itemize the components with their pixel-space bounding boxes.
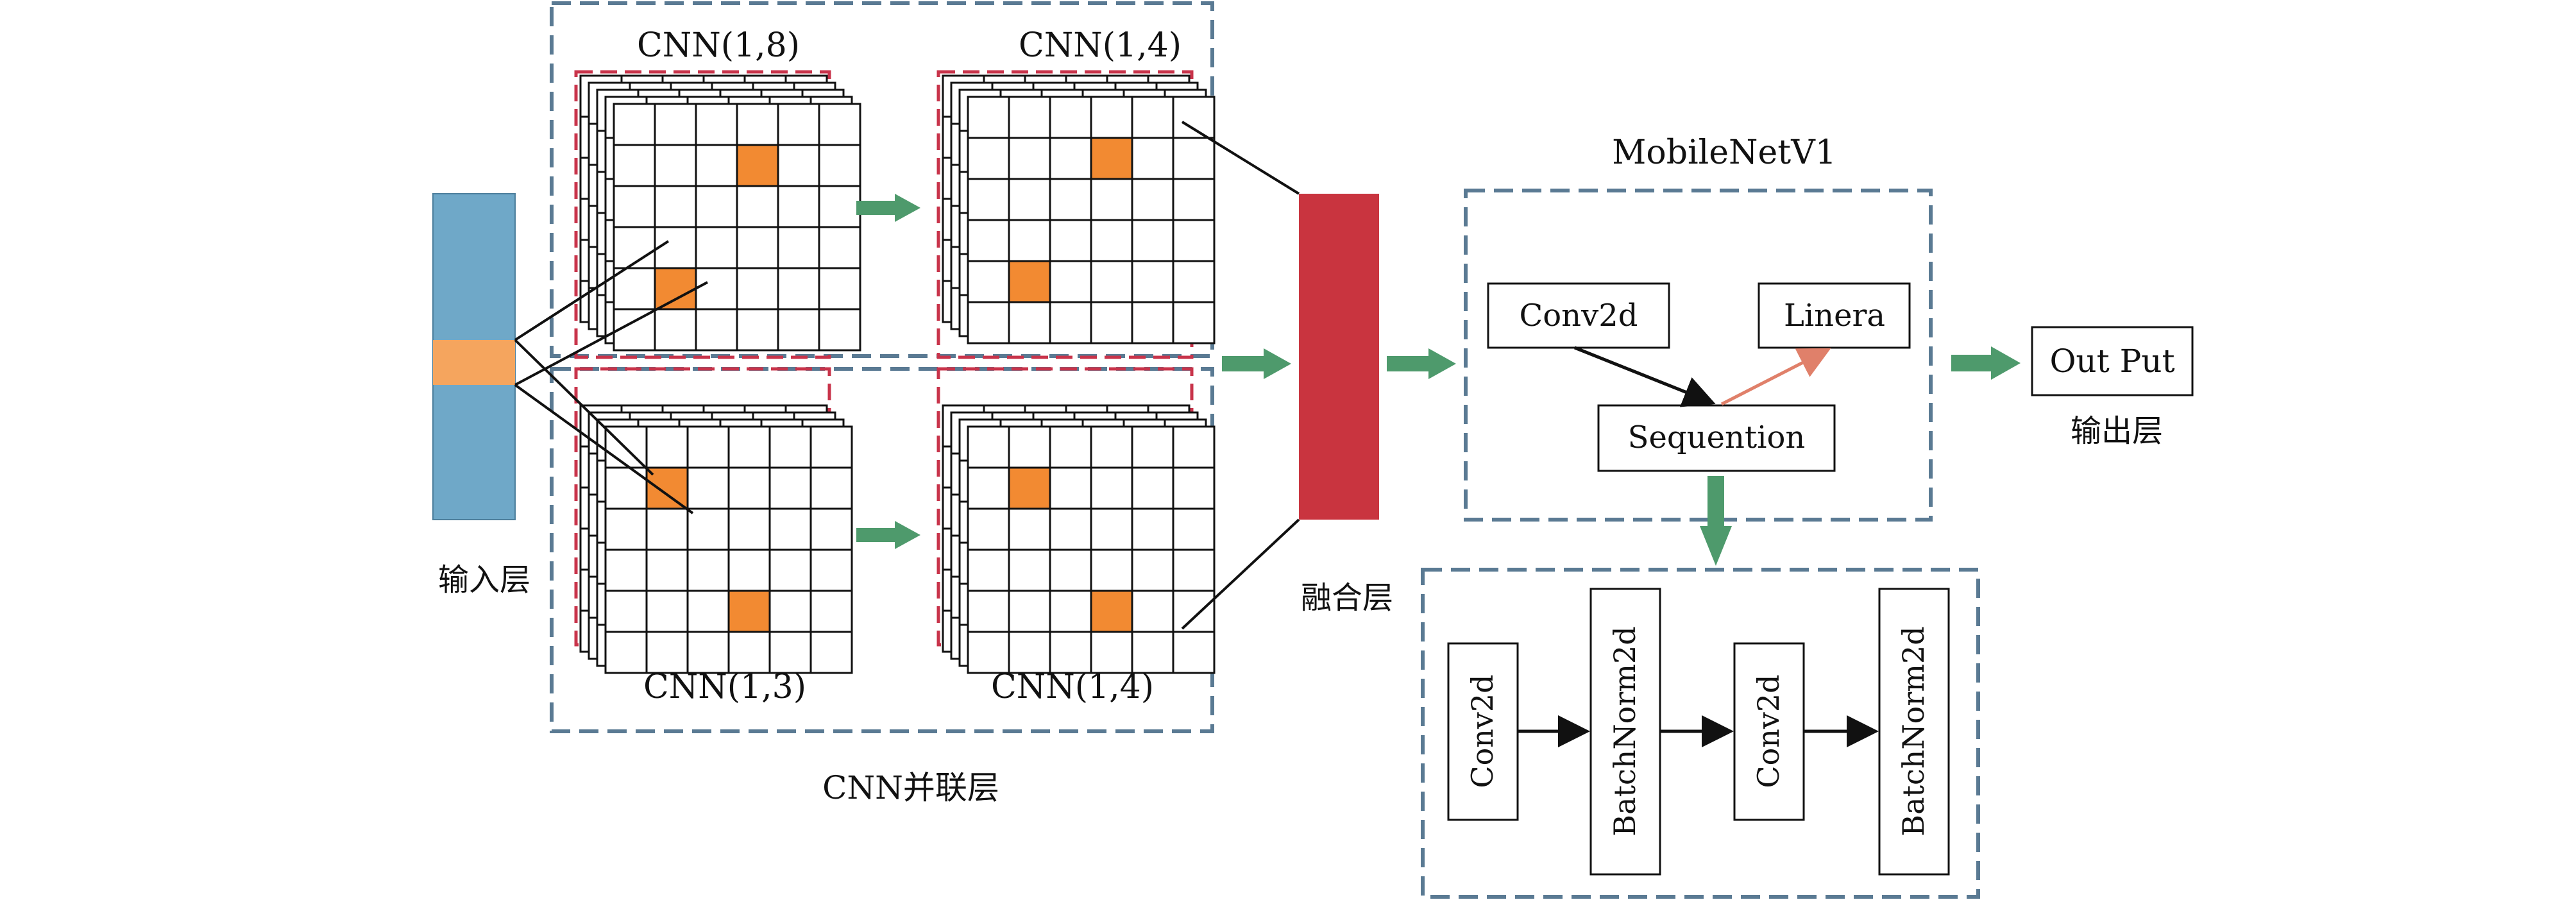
highlighted-cell xyxy=(1009,468,1050,509)
fusion-bar xyxy=(1299,194,1379,520)
cnn-block-title: CNN(1,4) xyxy=(1019,26,1182,65)
input-highlight-segment xyxy=(433,340,515,385)
fusion-connection-line xyxy=(1181,121,1300,195)
output-box-label: Out Put xyxy=(2049,343,2174,380)
feature-map-stack xyxy=(942,74,1216,344)
conv2d-box xyxy=(1487,282,1670,349)
feature-map-stack xyxy=(942,404,1216,674)
mobilenet-frame xyxy=(1464,189,1933,522)
right-arrow-icon xyxy=(1951,346,2021,380)
detail-batchnorm-box xyxy=(1589,588,1661,876)
highlighted-cell xyxy=(655,268,696,309)
highlighted-cell xyxy=(1091,138,1132,179)
highlighted-cell xyxy=(737,145,778,186)
input-layer: 输入层 xyxy=(432,193,530,598)
output-layer: Out Put 输出层 xyxy=(1951,326,2194,449)
input-connection-line xyxy=(514,281,708,386)
detail-conv2d-label: Conv2d xyxy=(1751,674,1786,788)
feature-map-stack xyxy=(579,74,861,352)
conv-to-sequential-arrow xyxy=(1574,346,1716,407)
conv2d-label: Conv2d xyxy=(1520,298,1638,334)
sequential-box xyxy=(1597,404,1836,472)
detail-batchnorm-label: BatchNorm2d xyxy=(1896,626,1931,836)
fusion-layer-label: 融合层 xyxy=(1301,580,1393,616)
fusion-connection-line xyxy=(1181,518,1300,630)
fusion-layer: 融合层 xyxy=(1181,121,1456,630)
detail-batchnorm-box xyxy=(1878,588,1950,876)
mobilenet-title: MobileNetV1 xyxy=(1612,133,1836,172)
right-arrow-icon xyxy=(1387,348,1456,379)
cnn-parallel-label: CNN并联层 xyxy=(822,769,999,806)
input-connection-line xyxy=(514,339,654,476)
highlighted-cell xyxy=(729,591,770,632)
sequential-label: Sequention xyxy=(1628,420,1806,455)
feature-map-stacks xyxy=(579,74,1216,674)
cnn-parallel-layer: CNN(1,8) CNN(1,4) CNN(1,3) CNN(1,4) CNN并… xyxy=(514,1,1216,806)
detail-conv2d-label: Conv2d xyxy=(1465,674,1500,788)
sequential-to-linear-arrow xyxy=(1720,348,1831,406)
cnn-outer-box-bottom xyxy=(550,367,1214,733)
linear-box xyxy=(1758,282,1911,349)
right-arrow-icon xyxy=(1222,348,1291,379)
detail-batchnorm-label: BatchNorm2d xyxy=(1607,626,1642,836)
linear-label: Linera xyxy=(1784,298,1885,334)
mobilenet-block: MobileNetV1 Conv2d Linera Sequention xyxy=(1464,133,1933,566)
highlighted-cell xyxy=(647,468,688,509)
highlighted-cell xyxy=(1009,261,1050,302)
down-arrow-icon xyxy=(1700,476,1732,566)
cnn-block-title: CNN(1,3) xyxy=(643,668,806,706)
input-layer-label: 输入层 xyxy=(438,562,530,598)
output-box xyxy=(2031,326,2194,396)
input-connection-line xyxy=(514,240,670,341)
output-layer-caption: 输出层 xyxy=(2071,413,2163,449)
right-arrow-icon xyxy=(856,194,920,222)
right-arrow-icon xyxy=(856,521,920,549)
detail-conv2d-box xyxy=(1447,642,1519,821)
cnn-block-title: CNN(1,8) xyxy=(637,26,800,65)
sequence-detail: Conv2d BatchNorm2d Conv2d BatchNorm2d xyxy=(1421,568,1980,899)
highlighted-cell xyxy=(1091,591,1132,632)
cnn-block-title: CNN(1,4) xyxy=(991,668,1154,706)
sequence-detail-frame xyxy=(1421,568,1980,899)
feature-map-stack xyxy=(579,404,853,674)
detail-conv2d-box xyxy=(1733,642,1805,821)
input-connection-line xyxy=(514,384,694,514)
